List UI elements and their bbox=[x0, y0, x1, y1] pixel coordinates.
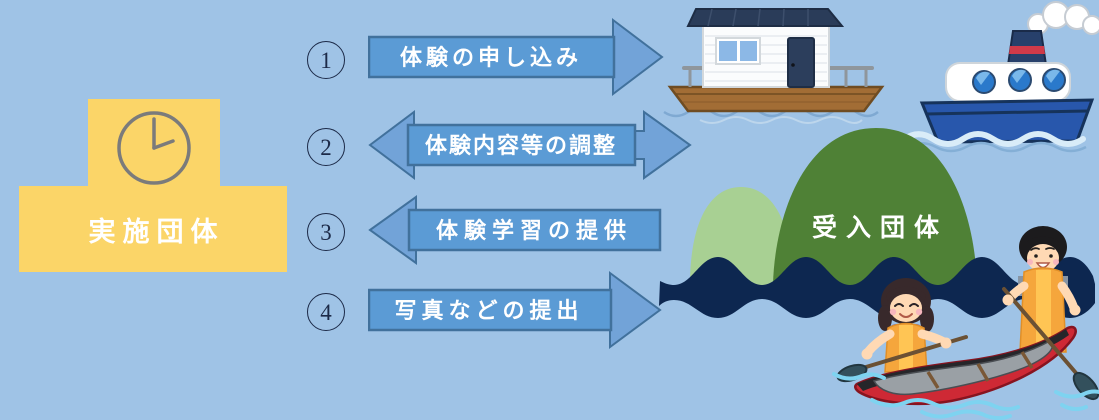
houseboat-hull bbox=[667, 85, 885, 113]
arrow-label-box bbox=[368, 35, 616, 79]
paddler-right bbox=[1003, 226, 1079, 353]
canoe-hull bbox=[854, 325, 1077, 406]
step-number: 4 bbox=[320, 299, 332, 325]
step-arrow-4: 写真などの提出 bbox=[368, 271, 662, 349]
houseboat-door bbox=[787, 37, 815, 88]
step-label: 体験学習の提供 bbox=[436, 218, 632, 244]
step-label: 写真などの提出 bbox=[394, 298, 583, 324]
wave-band bbox=[659, 257, 1095, 318]
houseboat-illustration bbox=[663, 8, 885, 124]
step-number-badge-1: 1 bbox=[307, 41, 345, 79]
steamship-illustration bbox=[900, 1, 1099, 153]
ship-smoke bbox=[1027, 1, 1099, 35]
left-org-label: 実施団体 bbox=[88, 216, 225, 248]
ship-waves bbox=[905, 141, 1087, 153]
left-org-icon-box bbox=[88, 99, 220, 187]
step-arrow-2: 体験内容等の調整 bbox=[368, 110, 692, 180]
step-number-badge-3: 3 bbox=[307, 213, 345, 251]
scene-svg: 受入団体 bbox=[659, 1, 1099, 420]
step-number-badge-4: 4 bbox=[307, 293, 345, 331]
left-org-label-box: 実施団体 bbox=[19, 186, 287, 272]
hill-dark bbox=[773, 128, 977, 292]
canoe-illustration bbox=[832, 226, 1099, 420]
step-label: 体験内容等の調整 bbox=[425, 133, 617, 159]
arrow-label-box bbox=[407, 208, 662, 252]
step-number: 2 bbox=[320, 134, 332, 160]
step-label: 体験の申し込み bbox=[400, 46, 582, 71]
houseboat-roof bbox=[686, 8, 845, 27]
waterline bbox=[699, 116, 863, 124]
ship-stack-stripe bbox=[1009, 46, 1045, 54]
arrow-label-box bbox=[406, 123, 637, 167]
step-number-badge-2: 2 bbox=[307, 128, 345, 166]
step-arrow-1: 体験の申し込み bbox=[368, 18, 664, 96]
ship-waves bbox=[900, 131, 1086, 147]
step-number: 3 bbox=[320, 219, 332, 245]
right-org-label: 受入団体 bbox=[812, 213, 948, 242]
step-number: 1 bbox=[320, 47, 332, 73]
ship-hull bbox=[919, 98, 1095, 144]
clock-icon bbox=[117, 111, 191, 185]
arrow-label-box bbox=[368, 288, 613, 332]
step-arrow-3: 体験学習の提供 bbox=[368, 195, 662, 265]
water-splash bbox=[832, 372, 1099, 420]
